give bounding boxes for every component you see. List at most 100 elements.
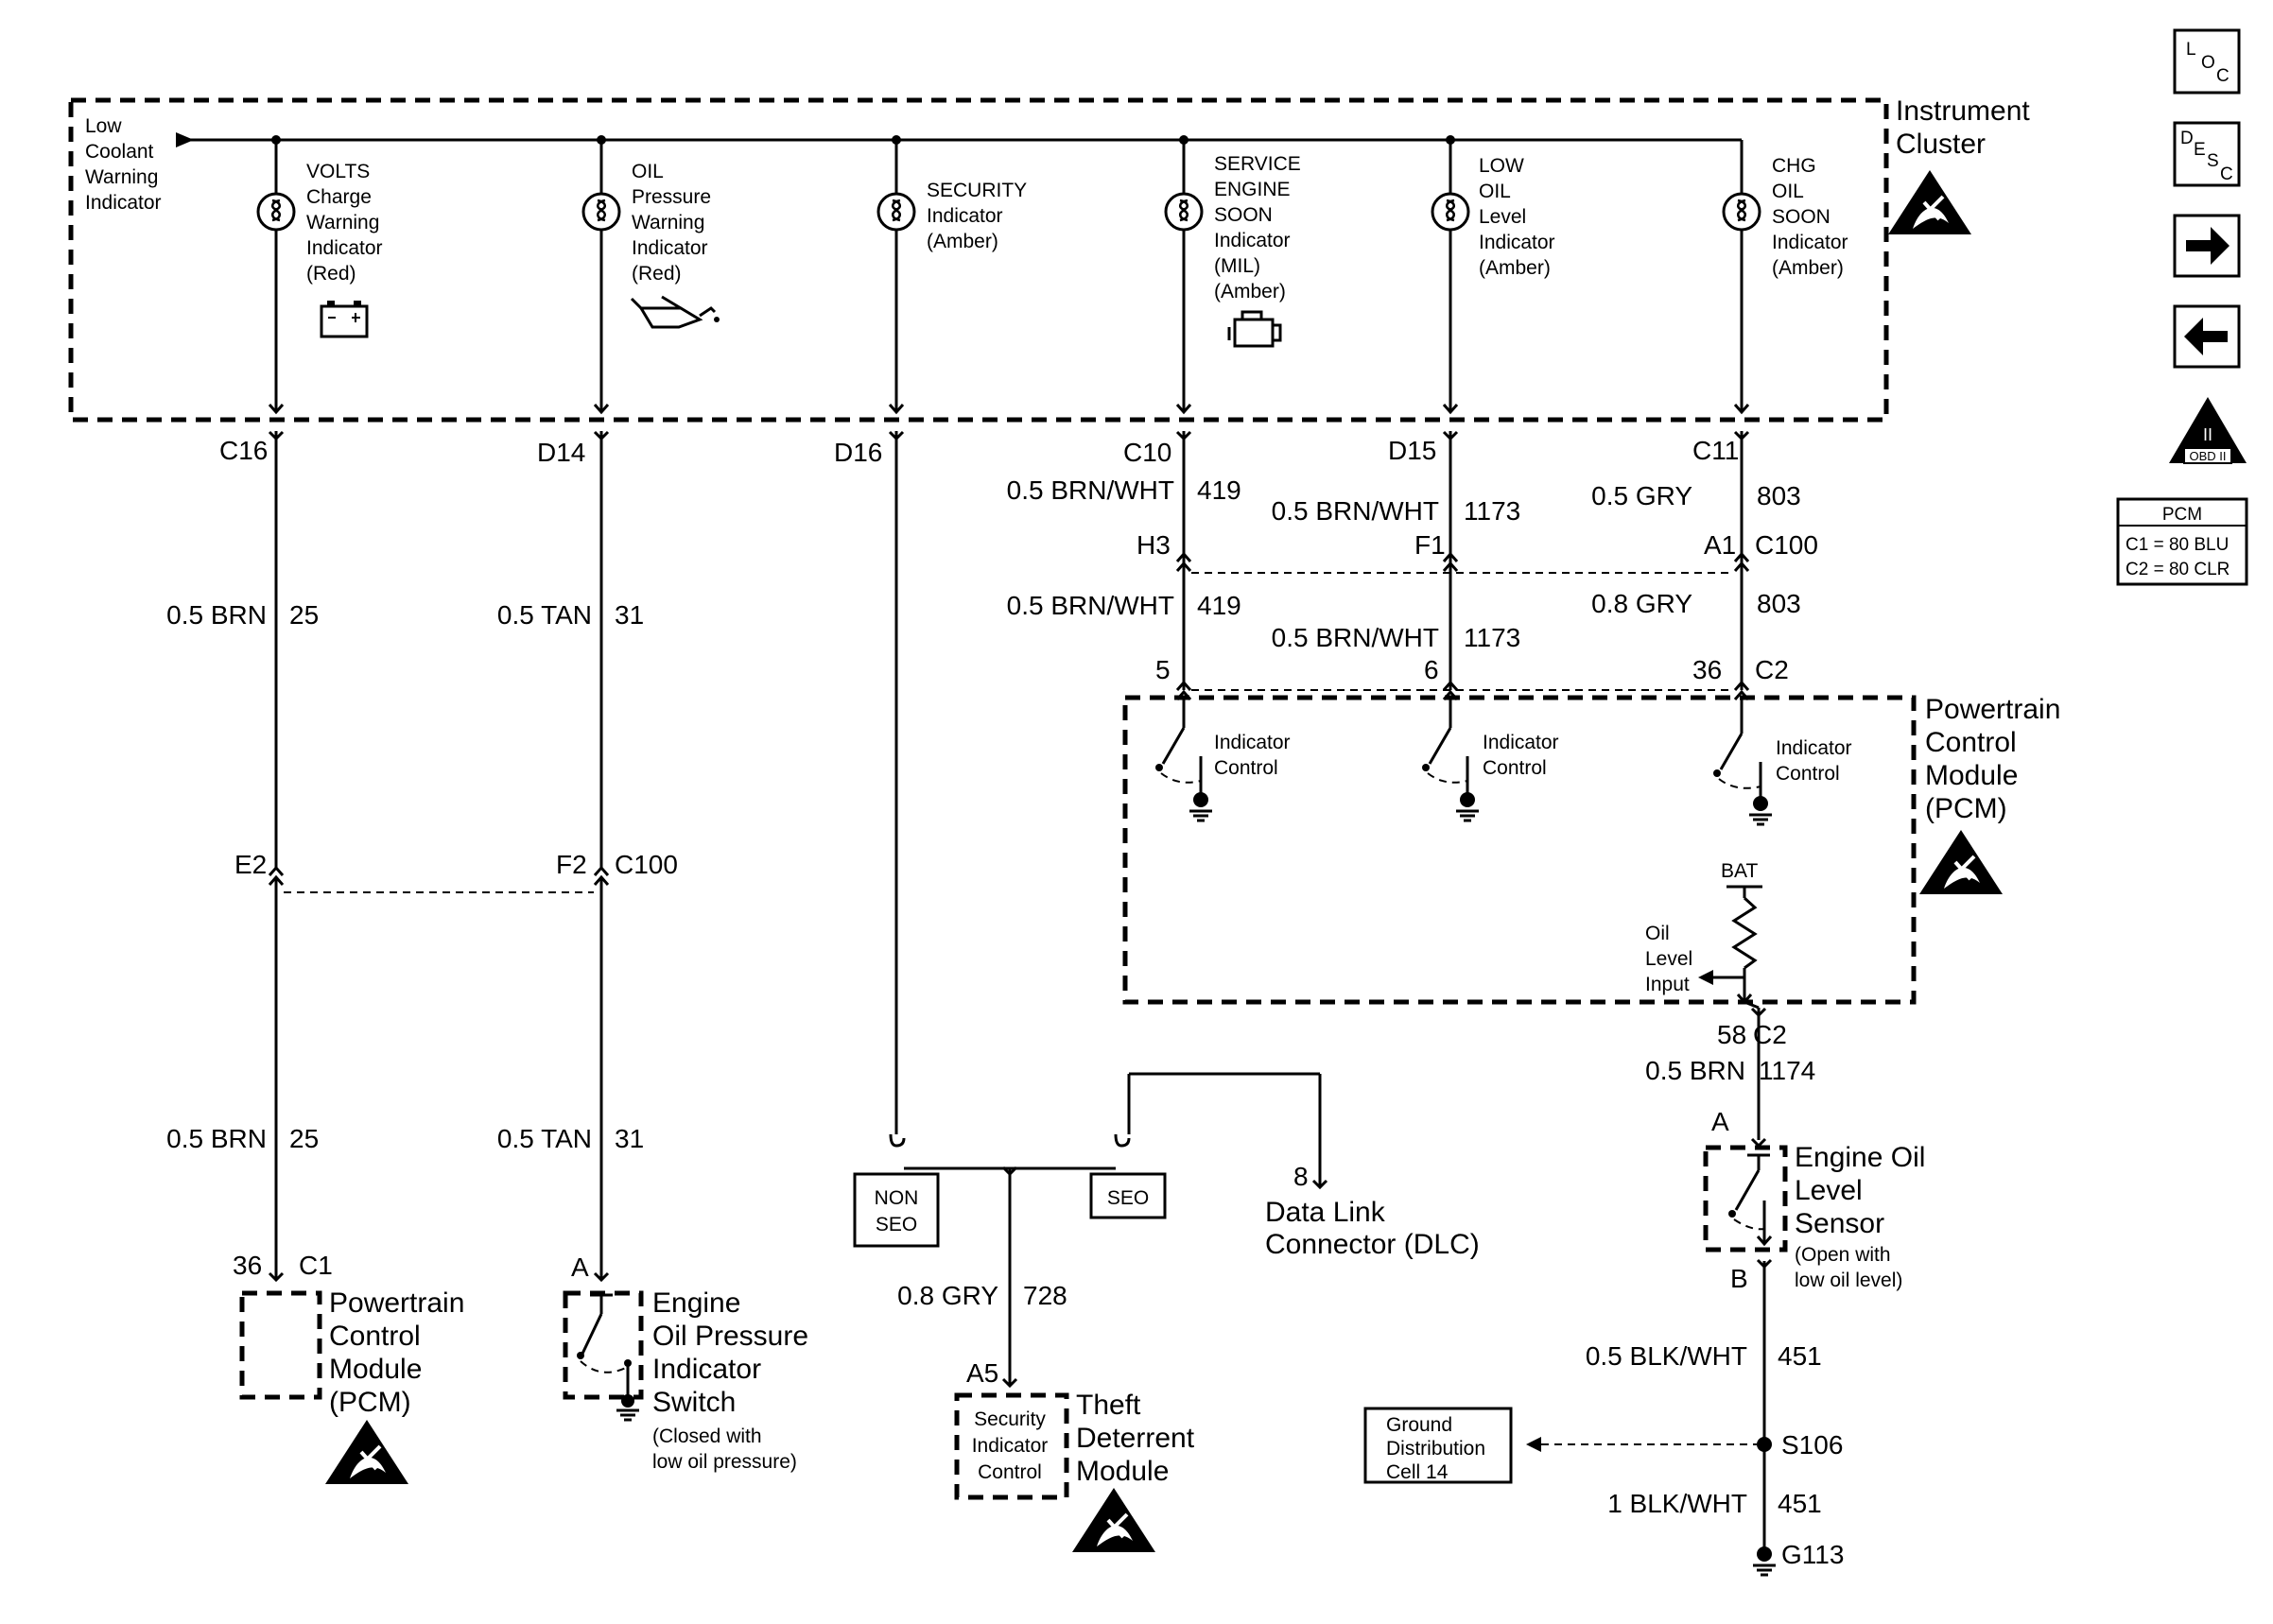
input-arrow-icon <box>1698 970 1713 985</box>
instrument-cluster-box <box>68 97 1889 423</box>
oil-can-icon <box>630 295 720 329</box>
next-arrow-button[interactable] <box>2173 214 2241 278</box>
svg-text:BAT: BAT <box>1721 860 1758 882</box>
svg-text:Control: Control <box>1925 727 2017 758</box>
svg-text:Level: Level <box>1479 206 1526 228</box>
svg-text:Oil: Oil <box>1645 923 1670 944</box>
svg-text:Connector (DLC): Connector (DLC) <box>1265 1229 1480 1260</box>
esd-pcm-icon <box>1917 828 2004 896</box>
svg-text:36: 36 <box>233 1251 262 1280</box>
svg-text:(Red): (Red) <box>306 263 356 285</box>
svg-text:6: 6 <box>1424 655 1439 684</box>
svg-text:728: 728 <box>1023 1281 1067 1310</box>
svg-text:D15: D15 <box>1388 436 1436 465</box>
svg-text:0.5 BLK/WHT: 0.5 BLK/WHT <box>1586 1341 1747 1371</box>
svg-text:0.5 BRN: 0.5 BRN <box>1645 1056 1745 1085</box>
svg-text:L: L <box>2186 40 2196 60</box>
svg-text:0.5 TAN: 0.5 TAN <box>497 600 592 630</box>
svg-text:low oil pressure): low oil pressure) <box>652 1451 797 1473</box>
circuit-1174: 58 C2 0.5 BRN 1174 A <box>1645 1000 1815 1148</box>
svg-text:Control: Control <box>978 1461 1042 1483</box>
svg-text:Distribution: Distribution <box>1386 1438 1485 1460</box>
svg-text:D: D <box>2180 129 2194 148</box>
bulb-volts-icon <box>256 192 296 232</box>
svg-text:419: 419 <box>1197 591 1241 620</box>
svg-text:Indicator: Indicator <box>1214 230 1291 251</box>
svg-text:(Red): (Red) <box>632 263 682 285</box>
svg-text:Cell 14: Cell 14 <box>1386 1461 1449 1483</box>
branch-chg-oil: CHG OIL SOON Indicator (Amber) <box>1722 140 1848 414</box>
oil-level-sensor-box <box>1703 1145 1788 1253</box>
svg-text:Pressure: Pressure <box>632 186 711 208</box>
svg-text:E: E <box>2194 140 2206 160</box>
obd-ii-button[interactable]: OBD II II <box>2169 397 2247 464</box>
branch-low-oil: LOW OIL Level Indicator (Amber) <box>1431 135 1555 414</box>
theft-deterrent-box <box>954 1392 1069 1500</box>
svg-text:Indicator: Indicator <box>1772 232 1848 253</box>
svg-text:Warning: Warning <box>306 212 379 233</box>
svg-text:Indicator: Indicator <box>927 205 1003 227</box>
svg-text:0.5 BRN: 0.5 BRN <box>166 1124 267 1153</box>
svg-text:0.5 BRN/WHT: 0.5 BRN/WHT <box>1007 475 1174 505</box>
svg-text:0.5 BRN/WHT: 0.5 BRN/WHT <box>1272 623 1439 652</box>
desc-button[interactable]: D E S C <box>2173 121 2241 187</box>
svg-text:Powertrain: Powertrain <box>1925 694 2060 725</box>
svg-text:A: A <box>571 1253 589 1282</box>
svg-text:0.5 BRN: 0.5 BRN <box>166 600 267 630</box>
svg-text:Data Link: Data Link <box>1265 1197 1386 1228</box>
svg-text:C10: C10 <box>1123 438 1171 467</box>
pcm-bottom-box <box>239 1290 322 1400</box>
svg-text:C1: C1 <box>299 1251 333 1280</box>
svg-text:low oil level): low oil level) <box>1795 1270 1902 1291</box>
svg-text:VOLTS: VOLTS <box>306 161 370 182</box>
pcm-module-box <box>1122 695 1917 1005</box>
svg-text:SERVICE: SERVICE <box>1214 153 1301 175</box>
non-seo-box: NON SEO <box>853 1172 940 1248</box>
svg-text:Input: Input <box>1645 974 1690 995</box>
svg-text:SOON: SOON <box>1772 206 1831 228</box>
svg-text:451: 451 <box>1778 1489 1822 1518</box>
loc-button[interactable]: L O C <box>2173 28 2241 95</box>
svg-text:(PCM): (PCM) <box>329 1387 411 1418</box>
splice-s106 <box>1757 1437 1772 1452</box>
svg-text:LOW: LOW <box>1479 155 1524 177</box>
svg-text:58: 58 <box>1717 1020 1746 1049</box>
svg-text:SOON: SOON <box>1214 204 1273 226</box>
oil-pressure-switch-box <box>563 1290 644 1400</box>
svg-text:(Closed with: (Closed with <box>652 1425 762 1447</box>
oil-level-input-circuit: BAT Oil Level Input <box>1645 860 1762 1004</box>
svg-text:C16: C16 <box>219 436 268 465</box>
svg-text:Indicator: Indicator <box>1776 737 1852 759</box>
instrument-cluster-label: Instrument Cluster <box>1896 95 2030 160</box>
svg-text:Charge: Charge <box>306 186 372 208</box>
svg-text:E2: E2 <box>234 850 267 879</box>
svg-text:Control: Control <box>1214 757 1278 779</box>
bulb-security-icon <box>876 192 916 232</box>
svg-text:H3: H3 <box>1136 530 1171 560</box>
svg-text:A1: A1 <box>1704 530 1736 560</box>
esd-pcm-bottom-icon <box>323 1418 410 1486</box>
circuit-451: 0.5 BLK/WHT 451 S106 1 BLK/WHT 451 G113 <box>1586 1258 1844 1577</box>
svg-text:ENGINE: ENGINE <box>1214 179 1291 200</box>
svg-text:OBD II: OBD II <box>2189 449 2226 463</box>
branch-oil-pressure: OIL Pressure Warning Indicator (Red) <box>581 135 720 414</box>
svg-text:Control: Control <box>329 1321 421 1352</box>
svg-text:Level: Level <box>1645 948 1692 970</box>
prev-arrow-button[interactable] <box>2173 304 2241 369</box>
svg-text:803: 803 <box>1757 481 1801 510</box>
pcm-module-label: Powertrain Control Module (PCM) <box>1925 694 2060 824</box>
svg-text:C: C <box>2220 164 2233 184</box>
engine-icon <box>1227 310 1282 348</box>
svg-text:NON: NON <box>875 1187 919 1209</box>
svg-text:(MIL): (MIL) <box>1214 255 1260 277</box>
svg-text:CHG: CHG <box>1772 155 1816 177</box>
svg-text:Instrument: Instrument <box>1896 95 2030 127</box>
svg-text:Ground: Ground <box>1386 1414 1452 1436</box>
svg-text:Indicator: Indicator <box>1214 732 1291 753</box>
svg-text:C11: C11 <box>1692 436 1739 465</box>
svg-text:25: 25 <box>289 600 319 630</box>
svg-text:Module: Module <box>1076 1456 1169 1487</box>
svg-text:Low: Low <box>85 115 122 137</box>
svg-text:Module: Module <box>1925 760 2018 791</box>
